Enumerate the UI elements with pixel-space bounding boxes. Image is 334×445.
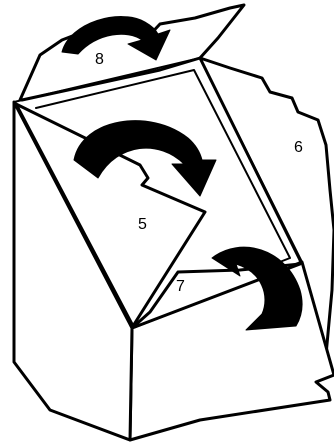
fold-arrow-icon [73, 120, 217, 197]
fold-arrow-icon [211, 246, 303, 331]
flap-5-label: 5 [138, 216, 147, 233]
fold-arrow-icon [61, 16, 171, 61]
flap-8-label: 8 [95, 51, 104, 68]
flap-6-label: 6 [294, 139, 303, 156]
flap-7-label: 7 [176, 278, 185, 295]
